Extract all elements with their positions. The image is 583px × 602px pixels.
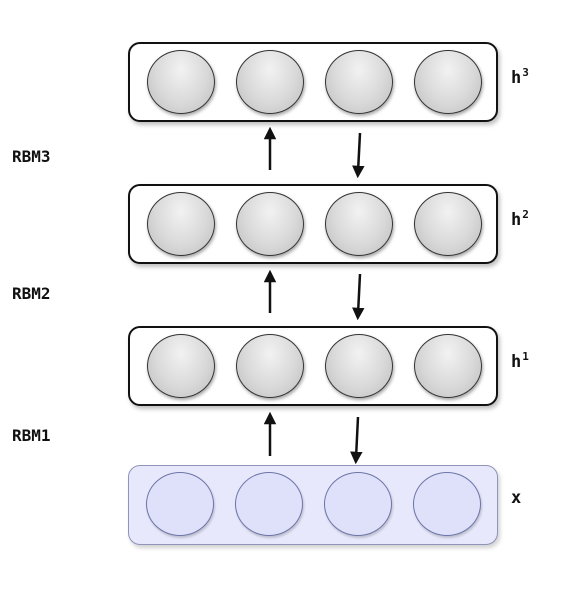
input-unit (413, 472, 481, 536)
down-arrow (352, 273, 365, 321)
hidden-unit (147, 192, 215, 256)
hidden-layer-h2 (128, 184, 498, 264)
input-layer-x (128, 465, 498, 545)
hidden-unit (325, 334, 393, 398)
layer-label-superscript: 3 (522, 66, 529, 79)
layer-label-text: h (511, 210, 522, 230)
layer-label-text: x (511, 488, 522, 508)
input-unit (235, 472, 303, 536)
layer-label-text: h (511, 68, 522, 88)
hidden-unit (414, 192, 482, 256)
layer-label-x: x (511, 490, 521, 507)
hidden-unit (236, 50, 304, 114)
hidden-unit (325, 192, 393, 256)
input-unit (146, 472, 214, 536)
hidden-layer-h3 (128, 42, 498, 122)
rbm-label-1: RBM1 (12, 426, 51, 445)
layer-label-superscript: 1 (522, 350, 529, 363)
hidden-unit (414, 334, 482, 398)
hidden-unit (147, 50, 215, 114)
input-unit (324, 472, 392, 536)
layer-label-text: h (511, 352, 522, 372)
layer-label-h1: h1 (511, 351, 529, 371)
hidden-unit (414, 50, 482, 114)
hidden-unit (236, 192, 304, 256)
layer-label-h2: h2 (511, 209, 529, 229)
layer-label-h3: h3 (511, 67, 529, 87)
hidden-unit (147, 334, 215, 398)
rbm-label-3: RBM3 (12, 147, 51, 166)
layer-label-superscript: 2 (522, 208, 529, 221)
down-arrow (350, 416, 363, 465)
hidden-layer-h1 (128, 326, 498, 406)
rbm-label-2: RBM2 (12, 284, 51, 303)
down-arrow (352, 132, 365, 179)
hidden-unit (236, 334, 304, 398)
hidden-unit (325, 50, 393, 114)
